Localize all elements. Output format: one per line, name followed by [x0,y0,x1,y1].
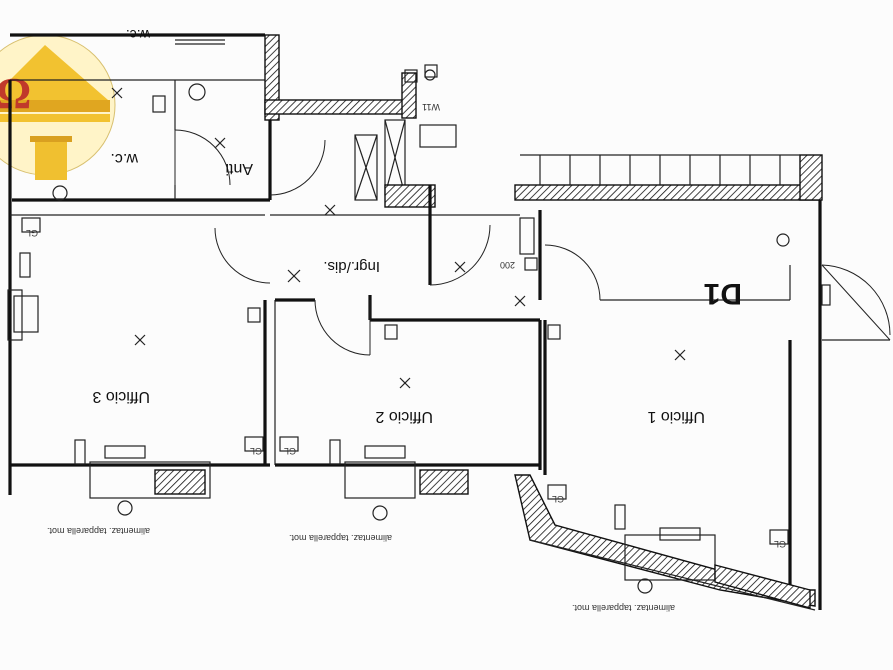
note-tapparella-1: alimentaz. tapparella mot. [47,526,150,536]
office-walls [10,200,891,610]
room-label-ingresso: Ingr./dis. [323,258,380,275]
note-tapparella-2: alimentaz. tapparella mot. [289,533,392,543]
room-label-antibagno: Anti [225,160,253,177]
room-label-ufficio3: Ufficio 3 [92,388,150,405]
entry-walls [214,185,601,301]
gl-label-2: GL [250,446,262,456]
wc-anti-walls [8,80,326,495]
room-label-ufficio2: Ufficio 2 [375,408,433,425]
gl-label-3: GL [284,446,296,456]
window-units [89,461,811,609]
north-facade [514,154,823,201]
company-logo: Ω [0,34,116,180]
gl-label-4: GL [552,494,564,504]
note-tapparella-3: alimentaz. tapparella mot. [572,603,675,613]
gl-label-1: GL [26,228,38,238]
light-fixtures [111,87,686,389]
room-label-wc-lower: w.c. [110,150,139,167]
logo-symbol: Ω [0,69,31,118]
dimension-label: 200 [500,260,515,270]
window-code-label: W11 [422,102,440,112]
electrical-devices [7,64,831,594]
shaft [354,119,457,208]
gl-label-5: GL [774,539,786,549]
room-label-wc-upper: w.c. [126,27,151,43]
room-label-ufficio1: Ufficio 1 [647,408,705,425]
unit-code: D1 [704,277,742,310]
wc-upper-block [10,33,417,121]
